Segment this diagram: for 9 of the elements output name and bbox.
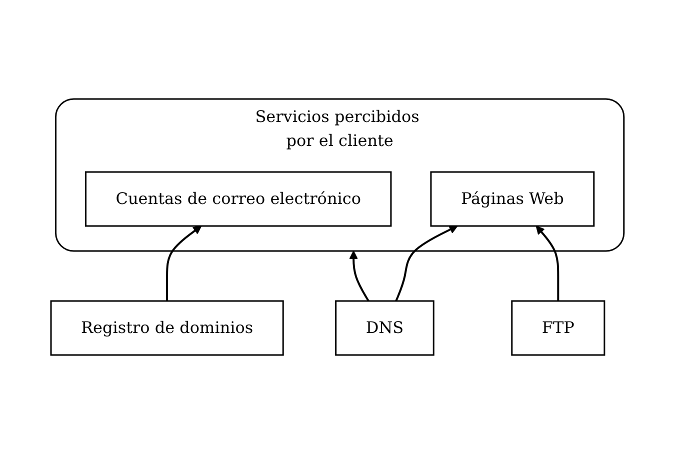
node-box: DNS <box>334 300 434 356</box>
node-box: Cuentas de correo electrónico <box>84 171 392 227</box>
node-box: Registro de dominios <box>50 300 284 356</box>
node-box: FTP <box>510 300 605 356</box>
node-box: Páginas Web <box>430 171 594 227</box>
arrow <box>166 226 202 301</box>
arrow <box>394 226 458 302</box>
arrow <box>348 250 369 302</box>
arrow <box>535 226 559 301</box>
